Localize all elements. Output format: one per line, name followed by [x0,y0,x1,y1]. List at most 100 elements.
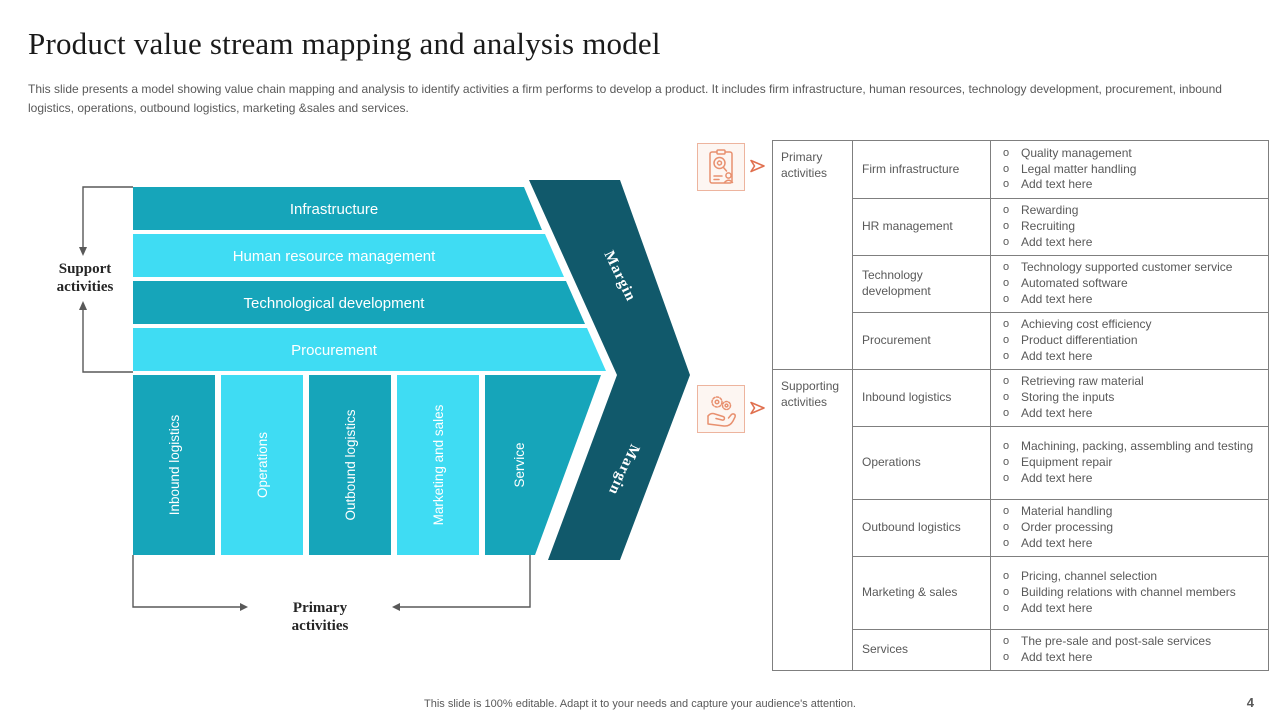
chevron-right-icon [750,159,765,173]
bullet-text: The pre-sale and post-sale services [1021,633,1212,648]
bullet-glyph: o [1002,520,1010,533]
bullet-point: o Building relations with channel members [991,585,1264,601]
bullet-glyph: o [1002,374,1010,387]
bullet-point: o Add text here [991,292,1264,308]
bar-label-operations: Operations [255,432,270,498]
bullet-glyph: o [1002,277,1010,290]
bullet-text: Add text here [1021,649,1093,664]
chevron-right-icon [750,401,765,415]
bullet-text: Add text here [1021,234,1093,249]
table-row: Supporting activities Inbound logistics … [772,368,1269,671]
bullet-glyph: o [1002,650,1010,663]
bullet-text: Add text here [1021,291,1093,306]
bullet-glyph: o [1002,504,1010,517]
bullet-text: Legal matter handling [1021,161,1137,176]
bullet-text: Add text here [1021,600,1093,615]
support-activities-bracket: Support activities [57,186,133,373]
bullet-glyph: o [1002,333,1010,346]
bar-label-inbound-logistics: Inbound logistics [167,414,182,515]
hand-holding-gears-icon [707,396,736,427]
bar-label-outbound-logistics: Outbound logistics [343,409,358,520]
bullet-glyph: o [1002,439,1010,452]
bullet-glyph: o [1002,162,1010,175]
bullet-glyph: o [1002,455,1010,468]
bullet-glyph: o [1002,390,1010,403]
bullet-text: Building relations with channel members [1021,584,1236,599]
activity-cell: Operations [852,425,991,500]
bullet-text: Machining, packing, assembling and testi… [1021,438,1254,453]
band-technological-development [133,281,585,324]
band-procurement [133,328,606,371]
bullet-point: o Retrieving raw material [991,374,1264,390]
bullet-glyph: o [1002,292,1010,305]
bullet-point: o Material handling [991,504,1264,520]
activity-cell: Firm infrastructure [852,140,991,199]
bullet-text: Equipment repair [1021,454,1113,469]
bar-operations [221,375,303,555]
bullet-glyph: o [1002,569,1010,582]
bullet-text: Add text here [1021,535,1093,550]
bullet-text: Achieving cost efficiency [1021,317,1152,331]
activities-table: Primary activities Firm infrastructure o… [772,140,1269,671]
page-number: 4 [1246,695,1254,710]
bullet-point: o Add text here [991,235,1264,251]
bullet-glyph: o [1002,178,1010,191]
value-chain-diagram: Margin Margin Infrastructure Human resou… [57,180,690,634]
primary-activities-label-line2: activities [292,618,349,634]
bullet-text: Material handling [1021,503,1113,518]
primary-activities-bracket: Primary activities [132,555,531,634]
group-label-primary: Primary activities [772,140,853,370]
icon-box-top [697,143,745,191]
margin-arrow-band [529,180,690,560]
bullet-text: Rewarding [1021,203,1079,218]
table-row: Primary activities Firm infrastructure o… [772,140,1269,370]
activity-cell: Procurement [852,312,991,370]
band-human-resource [133,234,564,277]
bullet-point: o Machining, packing, assembling and test… [991,439,1264,455]
bullet-text: Pricing, channel selection [1021,568,1158,583]
primary-activities-label-line1: Primary [293,600,348,616]
support-activities-label-line1: Support [59,261,112,277]
activity-cell: Inbound logistics [852,368,991,427]
group-label-supporting: Supporting activities [772,368,853,671]
bar-inbound-logistics [133,375,215,555]
bullet-glyph: o [1002,318,1010,330]
bullet-glyph: o [1002,235,1010,248]
bullet-glyph: o [1002,349,1010,362]
bullet-glyph: o [1002,585,1010,598]
bar-marketing-sales [397,375,479,555]
bullet-point: o Automated software [991,276,1264,292]
bullet-text: Storing the inputs [1021,389,1115,404]
bullet-glyph: o [1002,634,1010,647]
bullet-text: Automated software [1021,276,1128,291]
band-label-procurement: Procurement [291,342,378,359]
bullet-point: o Pricing, channel selection [991,569,1264,585]
activity-cell: Services [852,628,991,671]
bullet-text: Technology supported customer service [1021,260,1233,275]
activity-cell: Technology development [852,255,991,313]
bullet-text: Retrieving raw material [1021,373,1144,388]
bullet-point: o Add text here [991,650,1264,666]
bullet-text: Quality management [1021,145,1132,160]
bar-outbound-logistics [309,375,391,555]
bullet-point: o The pre-sale and post-sale services [991,634,1264,650]
